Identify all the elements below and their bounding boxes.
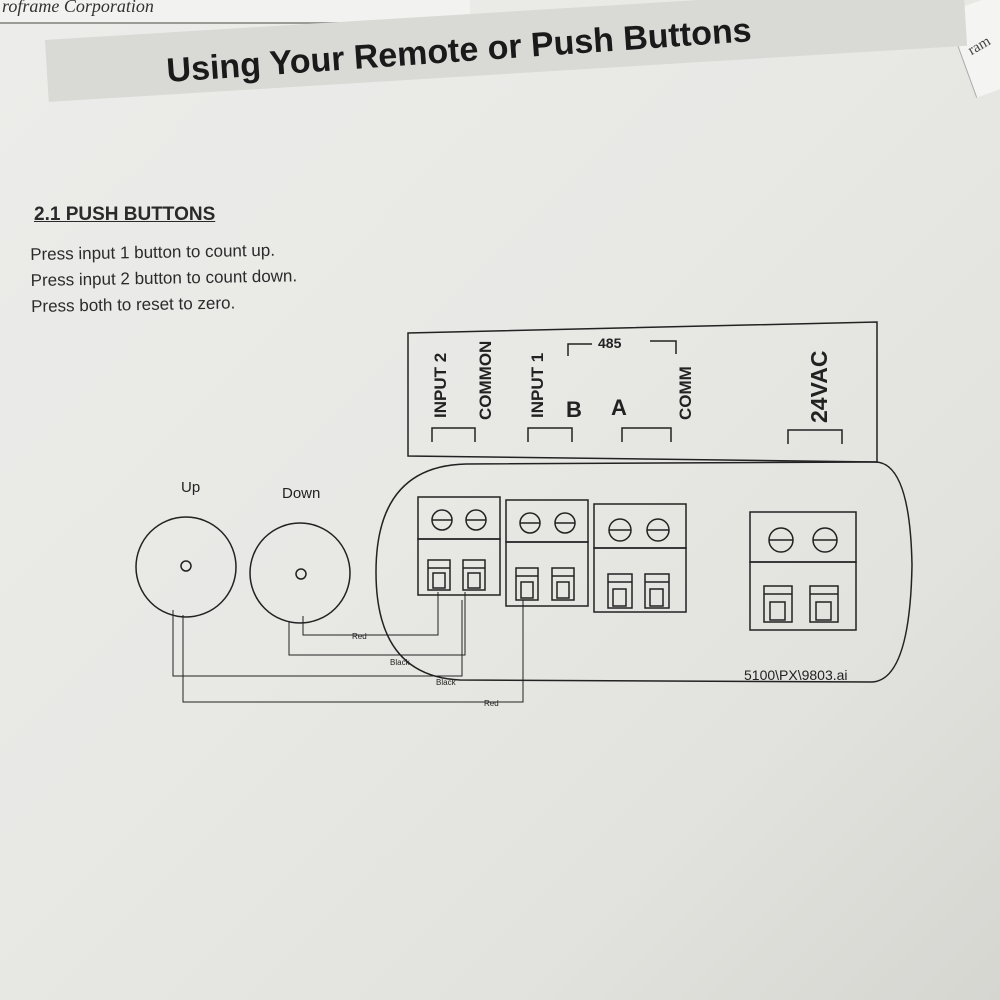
label-common: COMMON [476,341,495,420]
terminal-block-top-3 [593,503,687,549]
label-down-button: Down [282,485,320,502]
wire-red-down-to-input2 [302,592,439,636]
bracket-input2-common [431,427,476,442]
header-strip: roframe Corporation [0,0,470,24]
wire-label-black: Black [436,678,457,687]
up-button-center [180,560,192,572]
terminal-block-top-4 [749,511,857,563]
wire-label-black: Black [390,658,411,667]
bracket-b-a [621,427,672,442]
bracket-485-left [567,343,592,356]
down-button-center [295,568,307,580]
terminal-block-top-1 [417,496,501,540]
terminal-block-bottom-4 [749,561,857,631]
wire-black-up-to-common [172,600,463,677]
wire-label-red: Red [352,632,367,641]
terminal-block-top-2 [505,499,589,543]
up-button-body [135,516,237,618]
screw-terminals [431,509,838,553]
wire-red-up-to-input1 [182,600,524,703]
label-up-button: Up [181,479,200,496]
section-heading: 2.1 PUSH BUTTONS [34,204,216,225]
corporation-name: roframe Corporation [2,0,154,16]
bracket-24vac [787,429,843,444]
terminal-housing [375,461,913,683]
label-485: 485 [598,335,622,351]
label-comm: COMM [676,366,695,420]
label-input2: INPUT 2 [431,353,450,418]
wire-label-red: Red [484,699,499,708]
file-reference: 5100\PX\9803.ai [744,667,848,683]
wire-clamps [427,559,839,623]
terminal-block-bottom-1 [417,538,501,596]
label-24vac: 24VAC [806,351,832,423]
label-input1: INPUT 1 [528,353,547,418]
terminal-block-bottom-3 [593,547,687,613]
bracket-485-right [650,340,677,354]
bracket-input1 [527,427,573,442]
label-a: A [611,395,627,420]
terminal-block-bottom-2 [505,541,589,607]
label-b: B [566,397,582,422]
down-button-body [249,522,351,624]
wire-black-down-to-common [288,592,466,656]
